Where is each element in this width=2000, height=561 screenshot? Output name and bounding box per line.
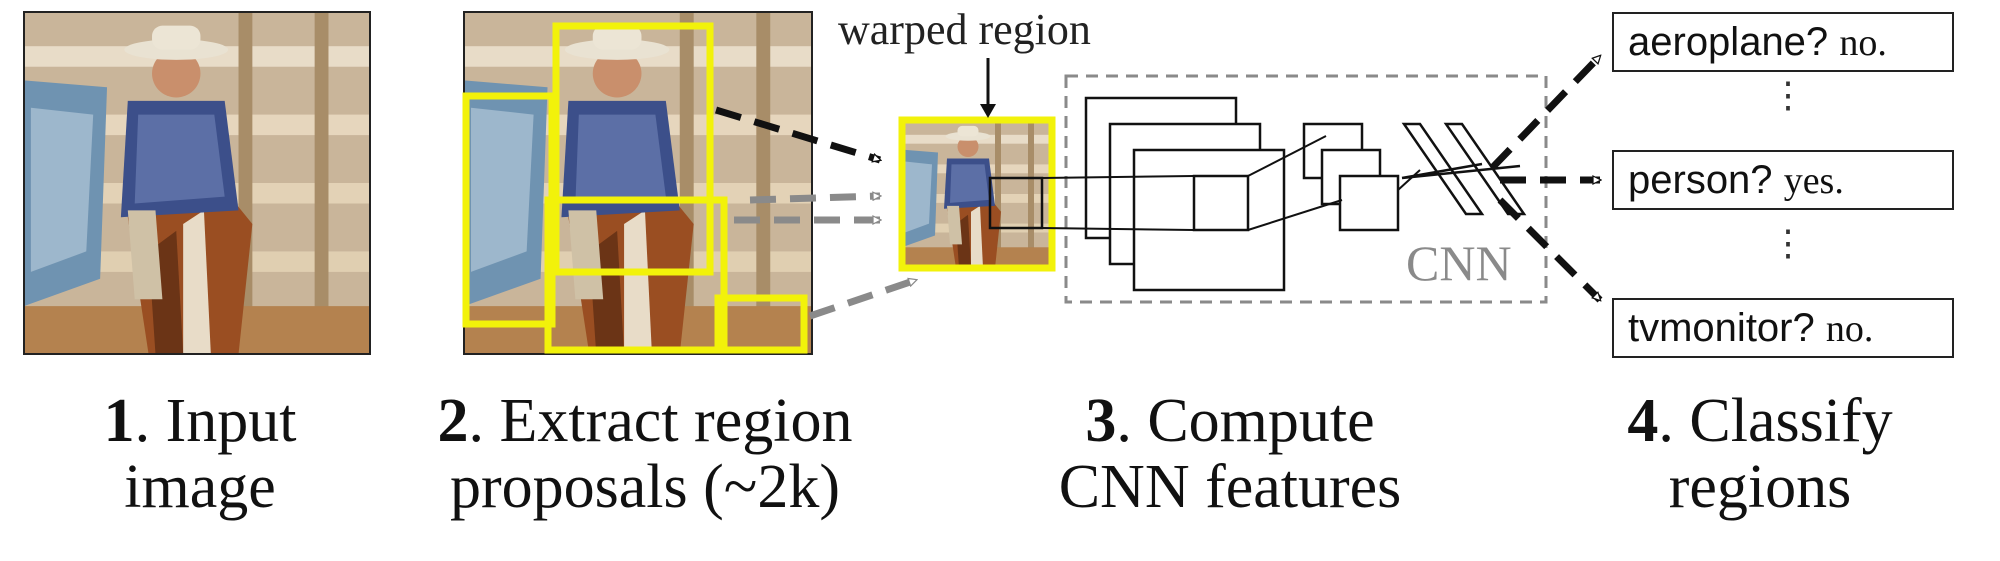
class-box-aeroplane: aeroplane? no. (1612, 12, 1954, 72)
class-box-person: person? yes. (1612, 150, 1954, 210)
class-answer: no. (1839, 22, 1887, 64)
proposal-box-person (552, 22, 714, 276)
step-number: 4 (1627, 387, 1659, 455)
cnn-fc-layers (1401, 122, 1527, 216)
arrow-grey-dashed-3 (808, 276, 916, 320)
step-text: . Input (134, 387, 297, 455)
cnn-label: CNN (1406, 235, 1512, 291)
warped-region-label: warped region (838, 5, 1091, 54)
arrow-grey-dashed-1 (749, 196, 880, 204)
conv-receptive-field (988, 176, 1044, 230)
step-number: 3 (1085, 387, 1117, 455)
step-text-line2: CNN features (1058, 453, 1402, 521)
ellipsis-bottom: ⋮ (1770, 223, 1806, 263)
class-name: person? (1628, 158, 1773, 202)
proposal-arrows (714, 106, 916, 320)
step-text: . Classify (1658, 387, 1893, 455)
arrow-black-dashed (714, 106, 880, 164)
cnn-connections (1041, 135, 1421, 231)
arrow-to-tvmonitor (1497, 197, 1603, 303)
class-name: aeroplane? (1628, 20, 1829, 64)
arrow-to-aeroplane (1489, 53, 1603, 171)
input-image (23, 11, 371, 355)
step-text-line2: image (124, 453, 276, 521)
classify-arrows (1489, 53, 1603, 303)
step-2-caption: 2. Extract region proposals (~2k) (410, 388, 880, 520)
class-name: tvmonitor? (1628, 306, 1815, 350)
step-number: 2 (437, 387, 469, 455)
warped-region (898, 58, 1056, 272)
step-text: . Extract region (468, 387, 853, 455)
ellipsis-top: ⋮ (1770, 75, 1806, 115)
class-answer: no. (1825, 308, 1874, 350)
step-text-line2: regions (1668, 453, 1852, 521)
step-3-caption: 3. Compute CNN features (1010, 388, 1450, 520)
step-text-line2: proposals (~2k) (450, 453, 840, 521)
class-box-tvmonitor: tvmonitor? no. (1612, 298, 1954, 358)
proposals-image (463, 11, 813, 355)
step-4-caption: 4. Classify regions (1560, 388, 1960, 520)
step-1-caption: 1. Input image (40, 388, 360, 520)
proposal-box-small (714, 294, 808, 354)
cnn-container (1064, 74, 1548, 304)
step-number: 1 (103, 387, 135, 455)
proposal-box-horse (544, 196, 728, 354)
class-answer: yes. (1783, 160, 1844, 202)
proposal-box-tarp (462, 92, 556, 328)
proposal-boxes (462, 22, 808, 354)
step-text: . Compute (1116, 387, 1375, 455)
cnn-feature-maps (1084, 96, 1400, 292)
